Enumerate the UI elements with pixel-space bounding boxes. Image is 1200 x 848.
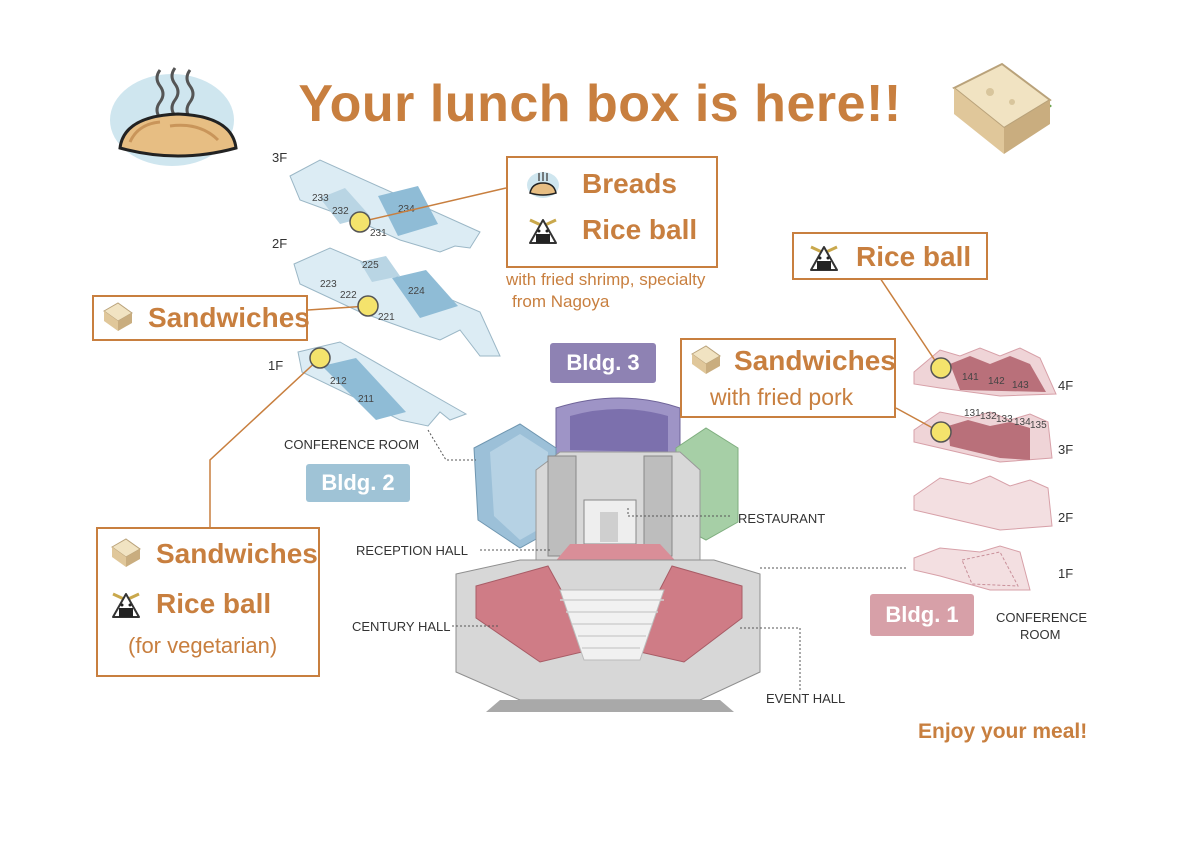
callout-note-line2: from Nagoya [512,292,610,311]
callout-line2: Rice ball [582,214,698,245]
floor-label-3f-b1: 3F [1058,442,1074,457]
bldg1-2f-floor [913,475,1053,531]
callout-line1: Sandwiches [156,538,318,569]
callout-note-line1: with fried shrimp, specialty [506,270,706,289]
caption-conference-bldg1: CONFERENCE [996,610,1088,625]
floor-label-3f: 3F [272,150,288,165]
callout-line1: Sandwiches [148,302,310,333]
sandwich-icon [691,345,721,374]
room-132: 132 [980,411,997,422]
caption-restaurant: RESTAURANT [738,511,826,526]
bldg2-2f-floor: 225 223 222 221 224 [293,247,501,357]
callout-bldg2-2f: Sandwiches [92,295,310,341]
floor-label-1f-b1: 1F [1058,566,1074,581]
caption-room-bldg1: ROOM [1020,627,1061,642]
caption-reception-hall: RECEPTION HALL [356,543,468,558]
sandwich-icon [103,302,133,331]
bread-icon [110,67,238,166]
leader-bldg2-1f [209,357,321,528]
room-211: 211 [358,394,374,405]
room-231: 231 [370,228,387,239]
room-133: 133 [996,414,1013,425]
bldg1-1f-floor [913,545,1031,591]
room-232: 232 [332,206,349,217]
room-142: 142 [988,376,1005,387]
bldg2-1f-floor: 212 211 [297,341,468,427]
rice-ball-icon [112,592,140,618]
room-143: 143 [1012,380,1029,391]
central-complex [455,397,761,712]
room-233: 233 [312,193,329,204]
caption-century-hall: CENTURY HALL [352,619,451,634]
marker-bldg2-2f [357,295,379,317]
floor-label-4f-b1: 4F [1058,378,1074,393]
enjoy-message: Enjoy your meal! [918,720,1088,743]
callout-line1: Breads [582,168,677,199]
leader-bldg2-3f [359,187,507,223]
marker-bldg2-3f [349,211,371,233]
marker-bldg1-3f [930,421,952,443]
floor-label-2f: 2F [272,236,288,251]
room-223: 223 [320,279,337,290]
room-134: 134 [1014,417,1031,428]
callout-bldg2-1f: Sandwiches Rice ball (for vegetarian) [96,527,320,677]
room-212: 212 [330,376,347,387]
callout-bldg1-3f: Sandwiches with fried pork [680,338,896,418]
room-222: 222 [340,290,357,301]
leader-bldg1-4f [879,277,941,369]
callout-line2: Rice ball [156,588,272,619]
callout-bldg1-4f: Rice ball [792,232,988,280]
sandwich-icon [952,62,1052,154]
page-title: Your lunch box is here!! [298,75,902,133]
badge-bldg2: Bldg. 2 [306,464,410,502]
marker-bldg2-1f [309,347,331,369]
bldg2-3f-floor: 233 232 231 234 [289,159,481,253]
sandwich-icon [111,538,141,567]
callout-line2: with fried pork [710,384,854,410]
callout-note: (for vegetarian) [128,633,278,658]
bldg1-4f-floor: 141 142 143 [913,347,1057,397]
floor-label-2f-b1: 2F [1058,510,1074,525]
room-221: 221 [378,312,395,323]
bread-icon [527,172,559,198]
callout-line1: Rice ball [856,241,972,272]
room-224: 224 [408,286,425,297]
caption-conference-room-bldg2: CONFERENCE ROOM [284,437,420,452]
caption-event-hall: EVENT HALL [766,691,846,706]
floor-label-1f: 1F [268,358,284,373]
room-141: 141 [962,372,979,383]
rice-ball-icon [529,218,557,244]
room-225: 225 [362,260,379,271]
callout-bldg2-3f: Breads Rice ball [506,156,718,268]
room-234: 234 [398,204,415,215]
badge-bldg3: Bldg. 3 [550,343,656,383]
room-131: 131 [964,408,981,419]
callout-line1: Sandwiches [734,345,896,376]
badge-bldg1: Bldg. 1 [870,594,974,636]
rice-ball-icon [810,245,838,271]
marker-bldg1-4f [930,357,952,379]
room-135: 135 [1030,420,1047,431]
